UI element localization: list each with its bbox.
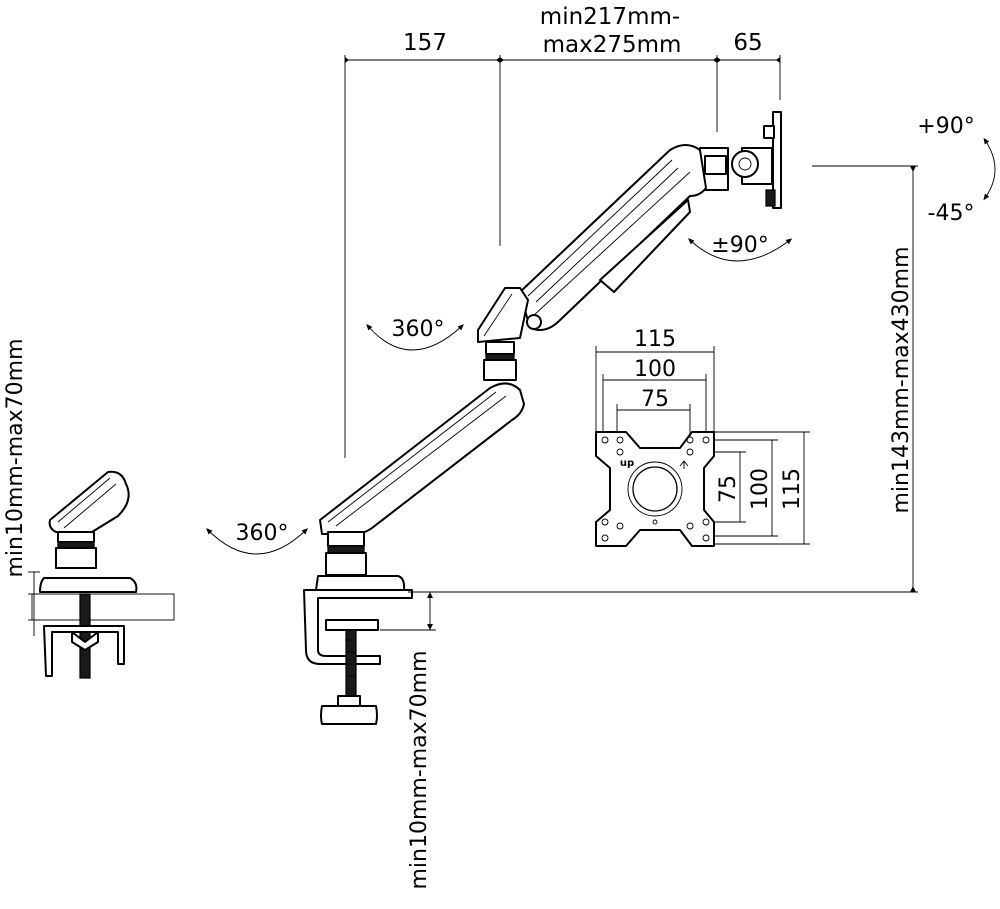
dim-65-label: 65 — [733, 30, 762, 56]
height-dimension-lines — [408, 165, 918, 593]
dim-157-label: 157 — [403, 30, 447, 56]
clamp-thickness-label: min10mm-max70mm — [407, 650, 432, 889]
base-swivel-arrow-icon — [206, 528, 308, 555]
vesa-height-100-label: 100 — [748, 468, 773, 510]
upper-swivel-arrow-icon — [366, 323, 464, 351]
vesa-width-75-label: 75 — [641, 387, 669, 412]
head-rotation-arrow-icon — [688, 238, 793, 262]
top-dimension-lines — [344, 55, 781, 458]
vesa-width-115-label: 115 — [634, 327, 676, 352]
lower-arm — [319, 382, 525, 535]
elbow-joint — [477, 287, 542, 381]
tilt-up-label: +90° — [917, 114, 974, 139]
vesa-width-100-label: 100 — [634, 357, 676, 382]
grommet-mount-side-view — [28, 470, 175, 679]
base-swivel-label: 360° — [236, 521, 289, 546]
base-column — [325, 531, 367, 576]
desk-clamp — [303, 575, 413, 725]
head-rotation-label: ±90° — [711, 233, 768, 258]
vesa-plate-detail — [595, 346, 810, 547]
upper-swivel-label: 360° — [392, 317, 445, 342]
tilt-arrow-icon — [983, 137, 996, 201]
grommet-thickness-label: min10mm-max70mm — [3, 338, 28, 577]
height-range-label: min143mm-max430mm — [889, 246, 914, 513]
vesa-up-label: up — [620, 458, 634, 469]
vesa-head — [699, 111, 782, 209]
clamp-thickness-dimension — [380, 591, 436, 631]
vesa-height-75-label: 75 — [716, 475, 741, 503]
dim-extension-label-2: max275mm — [543, 32, 682, 58]
upper-arm — [519, 144, 707, 331]
dim-extension-label-1: min217mm- — [540, 4, 680, 30]
tilt-down-label: -45° — [928, 201, 975, 226]
vesa-height-115-label: 115 — [780, 468, 805, 510]
